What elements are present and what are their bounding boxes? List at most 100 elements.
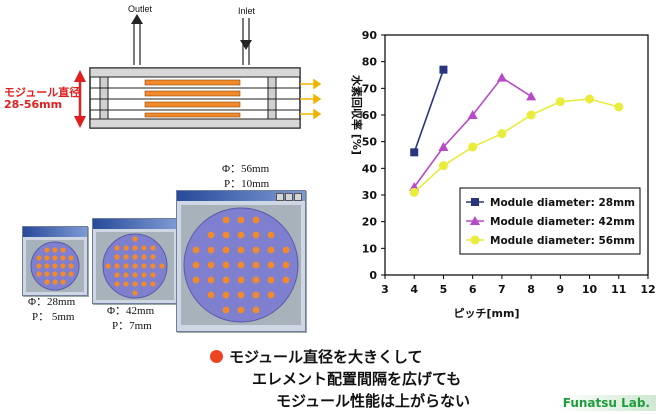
legend-marker bbox=[470, 235, 480, 245]
membrane-element bbox=[222, 231, 230, 239]
membrane-element bbox=[252, 261, 260, 269]
x-tick-label: 3 bbox=[381, 283, 389, 296]
data-point bbox=[526, 110, 536, 120]
window-minimize-icon[interactable] bbox=[276, 193, 284, 201]
x-tick-label: 4 bbox=[410, 283, 418, 296]
membrane-element bbox=[267, 291, 275, 299]
membrane-element bbox=[52, 263, 58, 269]
membrane-element bbox=[132, 245, 138, 251]
y-tick-label: 70 bbox=[362, 82, 378, 95]
data-point bbox=[526, 91, 537, 101]
membrane-element bbox=[267, 276, 275, 284]
membrane-element bbox=[141, 245, 147, 251]
y-tick-label: 60 bbox=[362, 109, 378, 122]
membrane-element bbox=[282, 246, 290, 254]
window-titlebar bbox=[23, 227, 87, 237]
brand-logo: Funatsu Lab. bbox=[556, 395, 656, 411]
membrane-element bbox=[44, 247, 50, 253]
data-point bbox=[467, 110, 478, 119]
membrane-element bbox=[132, 272, 138, 278]
data-point bbox=[409, 187, 419, 197]
membrane-element bbox=[114, 272, 120, 278]
membrane-element bbox=[123, 254, 129, 260]
membrane-element bbox=[237, 291, 245, 299]
membrane-element bbox=[123, 281, 129, 287]
outlet-label: Outlet bbox=[128, 4, 153, 14]
membrane-element bbox=[141, 254, 147, 260]
membrane-element bbox=[252, 231, 260, 239]
membrane-element bbox=[252, 276, 260, 284]
legend-marker bbox=[470, 216, 480, 225]
membrane-element bbox=[192, 246, 200, 254]
data-point bbox=[555, 97, 565, 107]
membrane-element bbox=[267, 261, 275, 269]
legend-box bbox=[459, 187, 641, 255]
membrane-element bbox=[36, 255, 42, 261]
membrane-element bbox=[132, 281, 138, 287]
dimension-label: モジュール直径 bbox=[4, 86, 81, 99]
membrane-element bbox=[60, 263, 66, 269]
membrane-element bbox=[114, 245, 120, 251]
membrane-element bbox=[267, 246, 275, 254]
y-tick-label: 40 bbox=[362, 162, 378, 175]
data-point bbox=[438, 161, 448, 171]
module-pitch-42: P：7mm bbox=[112, 320, 152, 332]
data-point bbox=[497, 129, 507, 139]
membrane-element bbox=[252, 291, 260, 299]
y-tick-label: 0 bbox=[369, 269, 377, 282]
membrane-element bbox=[60, 255, 66, 261]
membrane-element bbox=[132, 263, 138, 269]
conclusion-line-3: モジュール性能は上がらない bbox=[276, 392, 470, 410]
data-point bbox=[468, 142, 478, 152]
membrane-element bbox=[159, 263, 165, 269]
legend-marker bbox=[471, 198, 479, 206]
series-line bbox=[413, 98, 619, 193]
y-tick-label: 10 bbox=[362, 242, 378, 255]
membrane-element bbox=[68, 263, 74, 269]
membrane-element bbox=[52, 271, 58, 277]
y-tick-label: 50 bbox=[362, 136, 378, 149]
flow-arrows bbox=[300, 78, 322, 120]
membrane-element bbox=[150, 272, 156, 278]
membrane-element bbox=[237, 246, 245, 254]
x-tick-label: 6 bbox=[469, 283, 477, 296]
window-maximize-icon[interactable] bbox=[285, 193, 293, 201]
membrane-element bbox=[192, 261, 200, 269]
module-phi-42: Φ：42mm bbox=[107, 305, 155, 317]
membrane-element bbox=[252, 216, 260, 224]
module-phi-28: Φ：28mm bbox=[28, 296, 76, 308]
module-crosssection-56 bbox=[183, 207, 299, 323]
membrane-element bbox=[36, 271, 42, 277]
y-tick-label: 90 bbox=[362, 29, 378, 42]
membrane-element bbox=[207, 291, 215, 299]
conclusion-line-2: エレメント配置間隔を広げても bbox=[252, 370, 462, 388]
membrane-element bbox=[132, 254, 138, 260]
x-tick-label: 5 bbox=[440, 283, 448, 296]
outlet-pipe bbox=[131, 14, 143, 65]
series-line bbox=[413, 76, 532, 188]
y-tick-label: 20 bbox=[362, 216, 378, 229]
membrane-element bbox=[68, 255, 74, 261]
membrane-element bbox=[52, 255, 58, 261]
membrane-element bbox=[52, 279, 58, 285]
data-point bbox=[438, 142, 449, 151]
diameter-arrow bbox=[74, 70, 86, 128]
inlet-label: Inlet bbox=[238, 6, 256, 16]
x-tick-label: 8 bbox=[527, 283, 535, 296]
membrane-element bbox=[123, 245, 129, 251]
module-pitch-56: P：10mm bbox=[224, 178, 270, 190]
membrane-element bbox=[237, 216, 245, 224]
x-tick-label: 10 bbox=[582, 283, 598, 296]
module-diagram bbox=[74, 14, 322, 129]
series-line bbox=[413, 69, 445, 153]
legend-label: Module diameter: 28mm bbox=[490, 197, 635, 209]
membrane-element bbox=[105, 263, 111, 269]
membrane-element bbox=[44, 279, 50, 285]
membrane-elements bbox=[144, 79, 241, 118]
membrane-element bbox=[222, 306, 230, 314]
membrane-element bbox=[141, 281, 147, 287]
window-close-icon[interactable] bbox=[294, 193, 302, 201]
membrane-element bbox=[282, 261, 290, 269]
dimension-range: 28-56mm bbox=[4, 98, 63, 111]
y-tick-label: 30 bbox=[362, 189, 378, 202]
